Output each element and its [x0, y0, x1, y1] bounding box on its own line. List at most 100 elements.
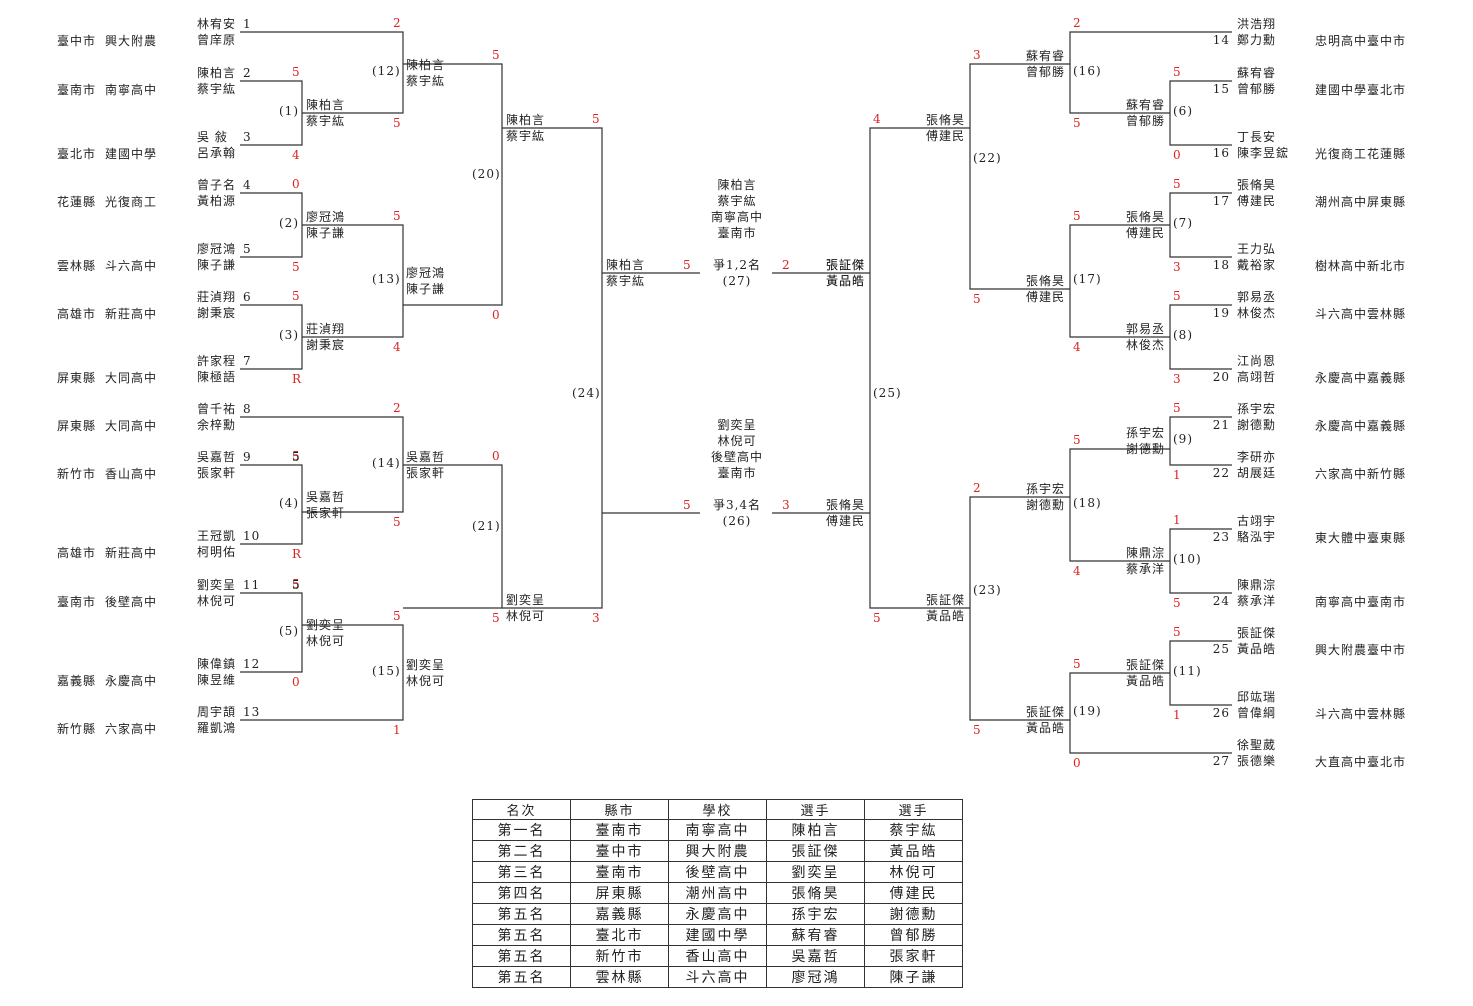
player-school: 香山高中 [105, 467, 158, 481]
match-winner: 陳柏言 [506, 113, 546, 127]
match-winner: 傅建民 [1026, 290, 1066, 304]
third-score: 5 [683, 498, 692, 512]
ranking-cell: 蔡宇紘 [864, 819, 963, 841]
match-winner: 蘇宥睿 [1126, 98, 1166, 112]
match-score: 0 [1173, 148, 1182, 162]
player-school: 潮州高中 [1315, 195, 1368, 209]
match-winner: 謝德勳 [1126, 442, 1166, 456]
player-name: 周宇頡 [197, 705, 237, 719]
player-seed: 6 [243, 290, 252, 304]
third-label: 爭3,4名 [712, 498, 762, 512]
player-name: 莊湞翔 [197, 290, 237, 304]
third-number: (26) [722, 514, 752, 528]
ranking-cell: 傅建民 [864, 882, 963, 904]
match-winner: 張証傑 [1026, 705, 1066, 719]
match-winner: 蔡宇紘 [506, 129, 546, 143]
match-score: 2 [973, 481, 982, 495]
ranking-cell: 臺北市 [570, 924, 669, 946]
bracket-line [1069, 224, 1170, 338]
match-winner: 郭易丞 [1126, 322, 1166, 336]
match-winner: 林倪可 [406, 673, 446, 688]
match-score: 0 [292, 177, 301, 191]
player-seed: 26 [1212, 706, 1230, 720]
player-name: 張証傑 [1237, 626, 1277, 640]
match-score: 5 [292, 260, 301, 274]
ranking-row: 第五名臺北市建國中學蘇宥睿曾郁勝 [472, 924, 963, 946]
match-winner: 陳柏言 [606, 258, 646, 272]
match-score: R [292, 547, 303, 561]
bracket-line [1069, 31, 1232, 114]
ranking-cell: 曾郁勝 [864, 924, 963, 946]
match-number: (7) [1173, 216, 1193, 230]
match-number: (11) [1173, 664, 1202, 678]
ranking-cell: 臺南市 [570, 819, 669, 841]
match-number: (16) [1073, 63, 1102, 78]
match-score: 5 [292, 65, 301, 79]
player-seed: 7 [243, 354, 252, 368]
player-name: 謝秉宸 [197, 306, 237, 320]
player-name: 張脩昊 [1237, 178, 1277, 192]
match-score: 5 [1073, 116, 1082, 130]
match-number: (9) [1173, 432, 1193, 446]
ranking-cell: 建國中學 [668, 924, 767, 946]
match-score: 5 [292, 449, 301, 463]
player-name: 黃品皓 [1237, 642, 1277, 656]
player-region: 雲林縣 [1367, 307, 1407, 321]
player-name: 林宥安 [197, 17, 237, 31]
player-seed: 19 [1212, 306, 1230, 320]
header-region: 縣市 [570, 799, 669, 820]
player-region: 雲林縣 [57, 259, 97, 273]
match-winner: 廖冠鴻 [406, 266, 446, 280]
player-name: 李研亦 [1237, 450, 1277, 464]
player-name: 陳偉鎮 [197, 657, 237, 671]
ranking-cell: 斗六高中 [668, 966, 767, 988]
match-number: (24) [572, 386, 601, 400]
bracket-line [869, 127, 970, 609]
player-name: 孫宇宏 [1237, 402, 1277, 416]
player-region: 新竹縣 [1367, 467, 1407, 481]
match-score: 5 [1173, 596, 1182, 610]
ranking-row: 第五名雲林縣斗六高中廖冠鴻陳子謙 [472, 966, 963, 988]
player-name: 江尚恩 [1237, 354, 1277, 368]
ranking-cell: 興大附農 [668, 840, 767, 862]
match-winner: 謝德勳 [1026, 498, 1066, 512]
match-score: 4 [393, 340, 402, 354]
bracket-line [240, 592, 303, 673]
player-region: 屏東縣 [57, 419, 97, 433]
match-winner: 廖冠鴻 [306, 210, 346, 224]
player-seed: 9 [243, 450, 252, 464]
player-school: 建國中學 [105, 147, 158, 161]
player-seed: 1 [243, 17, 252, 31]
player-seed: 24 [1212, 594, 1230, 608]
player-seed: 23 [1212, 530, 1230, 544]
match-winner: 劉奕呈 [306, 617, 346, 632]
third-name: 劉奕呈 [717, 418, 757, 432]
player-name: 蔡承洋 [1237, 594, 1277, 608]
match-winner: 傅建民 [926, 129, 966, 143]
match-winner: 黃品皓 [1126, 674, 1166, 688]
tournament-bracket [240, 31, 1232, 754]
ranking-cell: 張脩昊 [766, 882, 865, 904]
player-school: 六家高中 [105, 722, 158, 736]
player-name: 黃柏源 [197, 194, 237, 208]
ranking-cell: 屏東縣 [570, 882, 669, 904]
player-name: 呂承翰 [197, 146, 237, 160]
player-school: 興大附農 [105, 34, 158, 48]
ranking-row: 第一名臺南市南寧高中陳柏言蔡宇紘 [472, 819, 963, 841]
player-seed: 13 [243, 705, 261, 719]
bracket-line [502, 127, 603, 609]
match-winner: 林俊杰 [1126, 338, 1166, 352]
player-seed: 8 [243, 402, 252, 416]
bracket-line [969, 63, 1070, 290]
match-number: (17) [1073, 272, 1102, 286]
player-region: 嘉義縣 [1367, 371, 1407, 385]
match-winner: 黃品皓 [826, 274, 866, 288]
ranking-cell: 永慶高中 [668, 903, 767, 925]
ranking-cell: 孫宇宏 [766, 903, 865, 925]
match-number: (14) [372, 455, 401, 470]
player-school: 大直高中 [1315, 755, 1368, 769]
player-school: 永慶高中 [1315, 419, 1368, 433]
match-score: 5 [1173, 289, 1182, 303]
match-winner: 曾郁勝 [1026, 65, 1066, 79]
match-score: 5 [292, 578, 301, 592]
